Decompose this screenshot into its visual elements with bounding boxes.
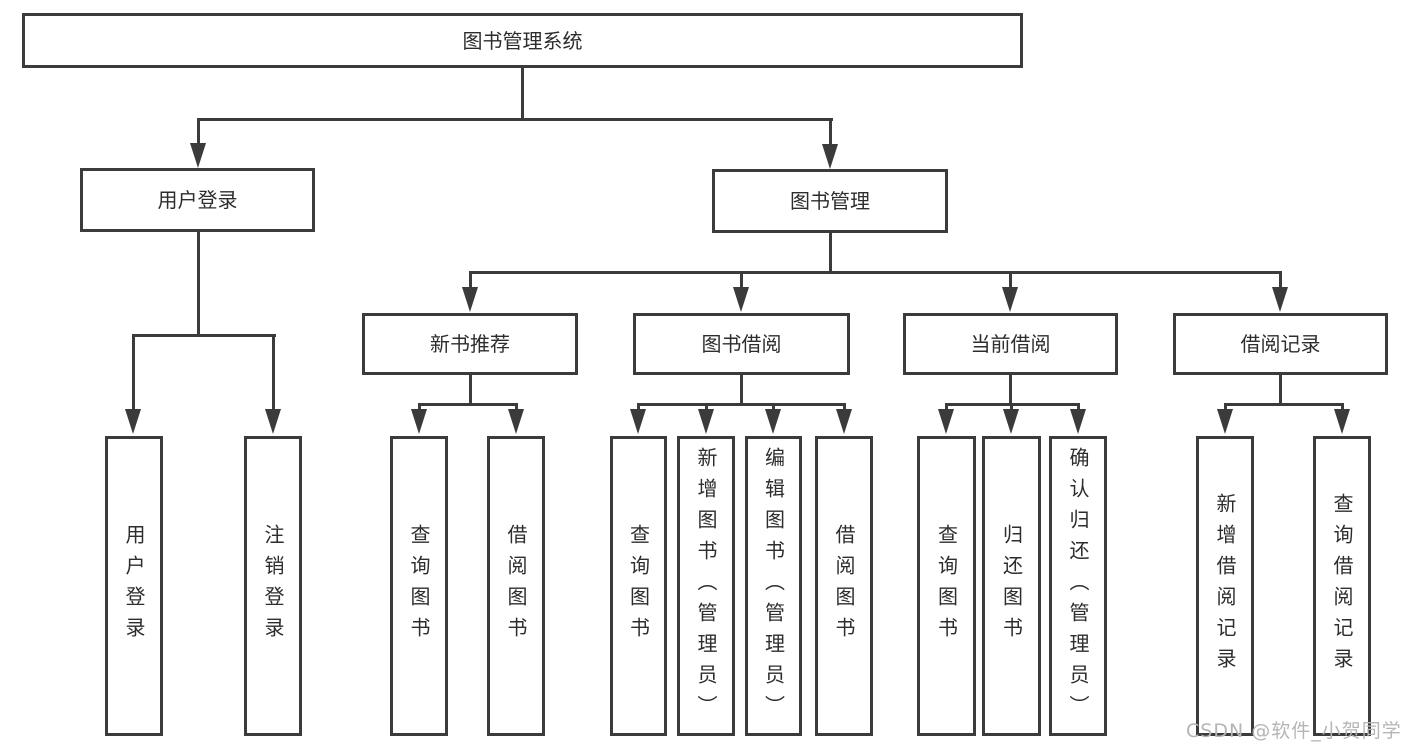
node-label: 归还图书 — [999, 524, 1024, 648]
leaf-return-books: 归还图书 — [982, 436, 1041, 736]
connector-line — [1010, 403, 1013, 413]
node-label: 图书借阅 — [701, 332, 782, 356]
connector-line — [1341, 403, 1344, 413]
connector-line — [469, 271, 472, 290]
node-new-book-recommendation: 新书推荐 — [362, 313, 578, 375]
node-book-borrowing: 图书借阅 — [633, 313, 850, 375]
arrow-down-icon — [822, 144, 838, 169]
leaf-query-books-recommend: 查询图书 — [390, 436, 448, 736]
node-label: 新增借阅记录 — [1213, 493, 1237, 679]
connector-line — [1009, 271, 1012, 290]
connector-line — [705, 403, 708, 413]
arrow-down-icon — [125, 409, 141, 434]
node-label: 新增图书（管理员） — [694, 446, 718, 726]
connector-line — [1009, 374, 1012, 406]
arrow-down-icon — [765, 409, 781, 434]
leaf-logout: 注销登录 — [244, 436, 302, 736]
connector-line — [418, 403, 421, 413]
node-library-management-system: 图书管理系统 — [22, 13, 1023, 68]
connector-line — [469, 271, 1282, 274]
connector-line — [515, 403, 518, 413]
node-label: 用户登录 — [157, 188, 238, 212]
connector-line — [945, 403, 948, 413]
leaf-borrow-books: 借阅图书 — [815, 436, 873, 736]
arrow-down-icon — [1003, 409, 1019, 434]
connector-line — [132, 334, 276, 337]
arrow-down-icon — [1217, 409, 1233, 434]
arrow-down-icon — [411, 409, 427, 434]
connector-line — [829, 118, 832, 148]
connector-line — [637, 403, 846, 406]
node-label: 借阅记录 — [1240, 332, 1321, 356]
leaf-query-borrowing-record: 查询借阅记录 — [1313, 436, 1371, 736]
node-label: 新书推荐 — [430, 332, 510, 356]
node-current-borrowing: 当前借阅 — [903, 313, 1118, 375]
connector-line — [1224, 403, 1227, 413]
leaf-query-books-current: 查询图书 — [917, 436, 976, 736]
node-label: 用户登录 — [122, 524, 146, 648]
connector-line — [843, 403, 846, 413]
arrow-down-icon — [733, 287, 749, 312]
arrow-down-icon — [698, 409, 714, 434]
arrow-down-icon — [462, 287, 478, 312]
node-user-login: 用户登录 — [80, 168, 315, 232]
connector-line — [521, 68, 524, 119]
arrow-down-icon — [836, 409, 852, 434]
node-label: 注销登录 — [261, 524, 285, 648]
leaf-add-borrowing-record: 新增借阅记录 — [1196, 436, 1254, 736]
arrow-down-icon — [508, 409, 524, 434]
watermark: CSDN @软件_小贺同学 — [1186, 720, 1402, 742]
connector-line — [1224, 403, 1344, 406]
arrow-down-icon — [1272, 287, 1288, 312]
connector-line — [197, 118, 833, 121]
arrow-down-icon — [630, 409, 646, 434]
leaf-edit-books-admin: 编辑图书（管理员） — [745, 436, 802, 736]
connector-line — [197, 232, 200, 337]
connector-line — [132, 334, 135, 412]
node-label: 查询图书 — [407, 524, 431, 648]
leaf-add-books-admin: 新增图书（管理员） — [677, 436, 735, 736]
leaf-user-login: 用户登录 — [105, 436, 163, 736]
leaf-confirm-return-admin: 确认归还（管理员） — [1049, 436, 1107, 736]
leaf-query-books-borrowing: 查询图书 — [610, 436, 667, 736]
connector-line — [418, 403, 518, 406]
node-label: 借阅图书 — [504, 524, 528, 648]
node-label: 编辑图书（管理员） — [761, 446, 786, 726]
node-label: 确认归还（管理员） — [1066, 446, 1090, 726]
connector-line — [272, 334, 275, 412]
connector-line — [740, 271, 743, 290]
node-label: 查询图书 — [934, 524, 959, 648]
node-borrowing-records: 借阅记录 — [1173, 313, 1388, 375]
connector-line — [772, 403, 775, 413]
node-label: 查询图书 — [626, 524, 651, 648]
connector-line — [1279, 374, 1282, 406]
connector-line — [740, 374, 743, 406]
connector-line — [1077, 403, 1080, 413]
connector-line — [197, 118, 200, 148]
node-label: 查询借阅记录 — [1330, 493, 1354, 679]
arrow-down-icon — [938, 409, 954, 434]
leaf-borrow-books-recommend: 借阅图书 — [487, 436, 545, 736]
node-label: 当前借阅 — [970, 332, 1051, 356]
arrow-down-icon — [190, 143, 206, 168]
node-book-management: 图书管理 — [712, 169, 948, 233]
arrow-down-icon — [1002, 287, 1018, 312]
connector-line — [1279, 271, 1282, 290]
arrow-down-icon — [1070, 409, 1086, 434]
node-label: 图书管理系统 — [462, 28, 583, 53]
arrow-down-icon — [265, 409, 281, 434]
connector-line — [469, 374, 472, 406]
connector-line — [637, 403, 640, 413]
node-label: 图书管理 — [790, 189, 870, 213]
arrow-down-icon — [1334, 409, 1350, 434]
node-label: 借阅图书 — [832, 524, 856, 648]
connector-line — [829, 233, 832, 274]
